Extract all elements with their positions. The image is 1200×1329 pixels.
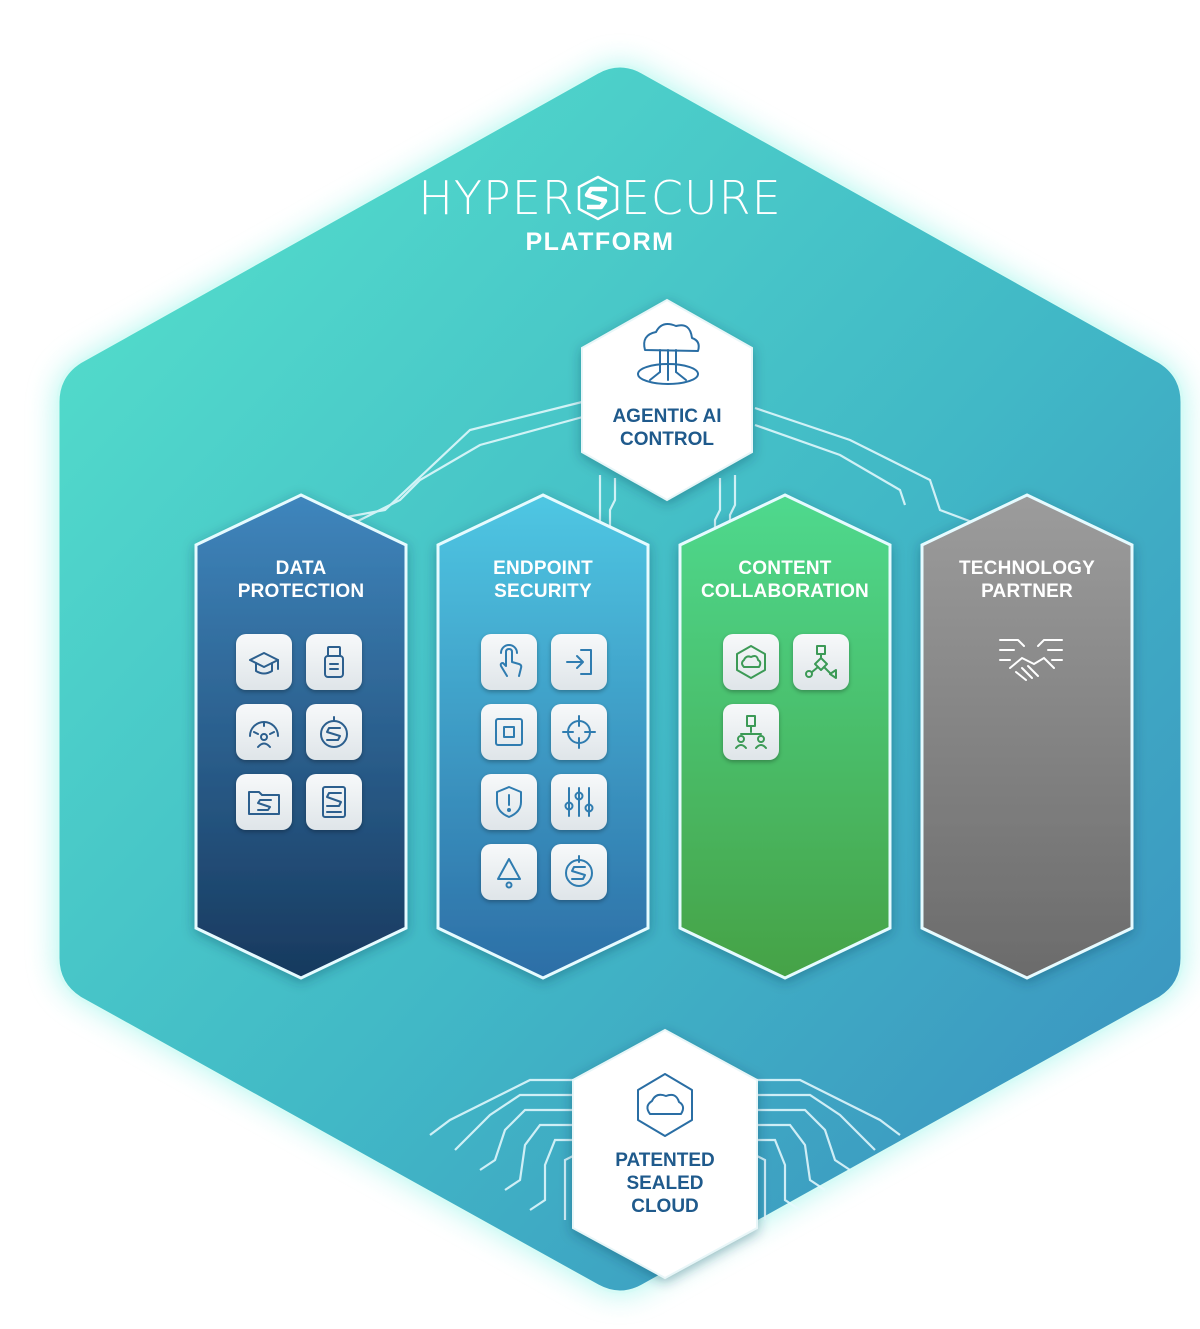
cloud-hexagon-icon [736,645,766,679]
pillar-label-technology-partner: TECHNOLOGY PARTNER [922,557,1132,603]
pillar-label-line: PROTECTION [237,581,365,602]
sign-in-icon [566,649,592,675]
pillar-technology-partner[interactable] [920,493,1134,980]
tile-network-nodes[interactable] [793,634,849,690]
cloud-hexagon-icon [637,1073,693,1137]
alert-triangle-icon [497,858,521,889]
sealed-cloud-label-line: SEALED [626,1173,704,1194]
handshake-circuit-icon [999,639,1063,681]
tile-s-lock[interactable] [306,704,362,760]
tile-server-s[interactable] [306,774,362,830]
tile-sliders[interactable] [551,774,607,830]
pillar-label-endpoint-security: ENDPOINT SECURITY [438,557,648,603]
agentic-ai-label-line: AGENTIC AI [612,406,722,427]
sealed-cloud-label-line: PATENTED [615,1150,715,1171]
pillar-label-line: CONTENT [738,558,832,579]
pillar-label-line: COLLABORATION [701,581,869,602]
square-target-icon [495,718,523,746]
brand-subtitle: PLATFORM [525,228,675,256]
shield-alert-icon [496,786,522,818]
brand-header: HYPER ECURE PLATFORM [0,172,1200,257]
sealed-cloud-label-line: CLOUD [631,1196,699,1217]
pillar-content-collaboration[interactable] [678,493,892,980]
brand-wordmark-left: HYPER [418,171,575,225]
pillar-label-line: TECHNOLOGY [958,558,1096,579]
pillar-label-content-collaboration: CONTENT COLLABORATION [680,557,890,603]
agentic-ai-label-line: CONTROL [620,429,714,450]
tile-shield-alert[interactable] [481,774,537,830]
pillar-label-line: SECURITY [494,581,592,602]
touch-finger-icon [499,644,523,677]
agentic-ai-node[interactable] [581,298,753,502]
folder-s-icon [248,791,280,815]
tile-gauge-user[interactable] [236,704,292,760]
tile-crosshair[interactable] [551,704,607,760]
usb-drive-icon [324,646,344,678]
cloud-ai-circuit-icon [637,323,700,385]
network-nodes-icon [805,645,837,679]
agentic-ai-label: AGENTIC AI CONTROL [582,405,752,451]
tile-graduation-cap[interactable] [236,634,292,690]
pillar-label-line: PARTNER [981,581,1073,602]
s-power-icon [565,855,593,887]
pillar-label-line: DATA [275,558,327,579]
pillar-label-line: ENDPOINT [493,558,593,579]
tile-s-power[interactable] [551,844,607,900]
sliders-icon [564,787,594,817]
sealed-cloud-node[interactable] [572,1028,758,1280]
crosshair-icon [562,715,596,749]
tile-folder-s[interactable] [236,774,292,830]
s-lock-icon [320,716,348,748]
tile-sign-in[interactable] [551,634,607,690]
brand-wordmark: HYPER ECURE [418,172,781,224]
pillar-data-protection[interactable] [194,493,408,980]
circuit-traces-bottom [429,1078,901,1220]
server-s-icon [322,786,346,818]
tile-touch-finger[interactable] [481,634,537,690]
tile-usb-drive[interactable] [306,634,362,690]
tile-square-target[interactable] [481,704,537,760]
s-shield-logo-icon [577,175,619,221]
pillar-label-data-protection: DATA PROTECTION [196,557,406,603]
graduation-cap-icon [249,652,279,675]
users-share-icon [735,715,767,749]
tile-alert-triangle[interactable] [481,844,537,900]
gauge-user-icon [249,721,279,748]
tile-cloud-hexagon[interactable] [723,634,779,690]
sealed-cloud-label: PATENTED SEALED CLOUD [573,1149,757,1218]
tile-users-share[interactable] [723,704,779,760]
brand-wordmark-right: ECURE [620,171,782,225]
